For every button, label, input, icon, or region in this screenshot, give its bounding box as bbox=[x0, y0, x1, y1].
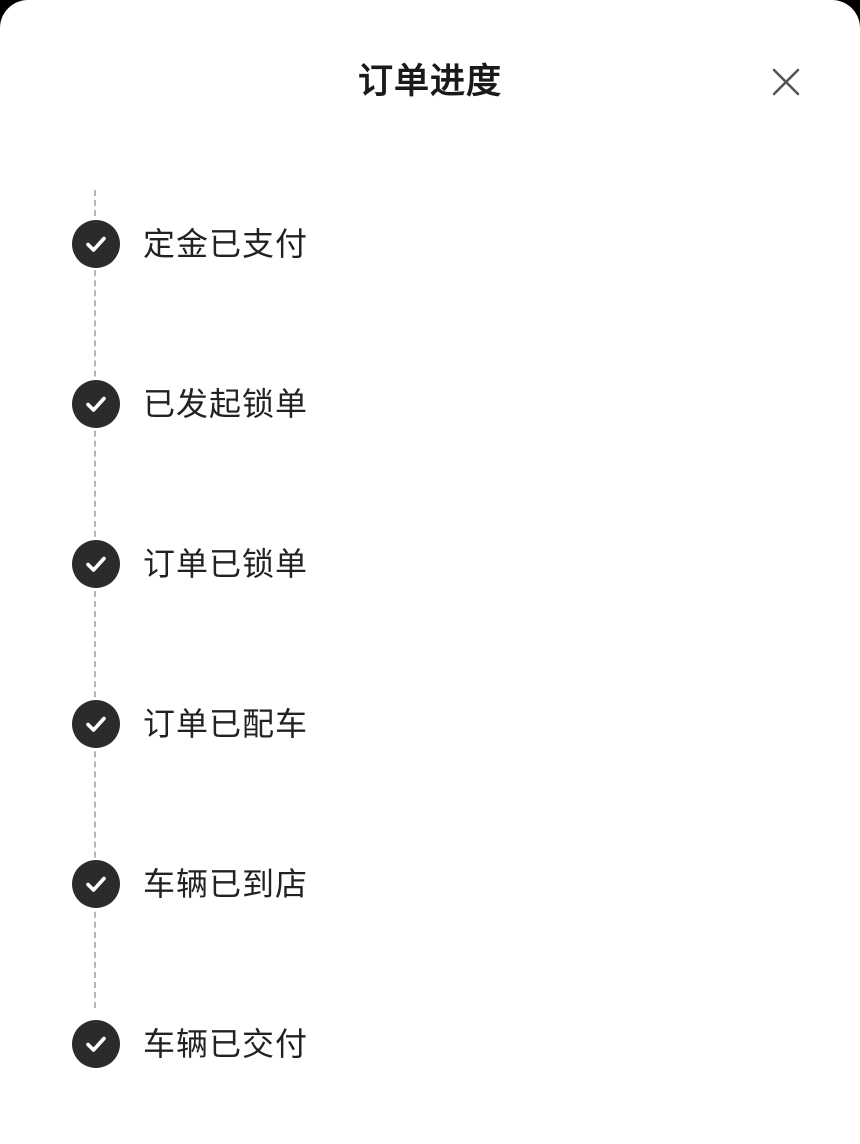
timeline-step: 订单已配车 bbox=[72, 700, 672, 748]
check-circle-icon bbox=[72, 1020, 120, 1068]
step-label: 车辆已到店 bbox=[143, 865, 309, 903]
timeline-step: 车辆已到店 bbox=[72, 860, 672, 908]
step-label: 已发起锁单 bbox=[143, 385, 309, 423]
timeline-step: 车辆已交付 bbox=[72, 1020, 672, 1068]
check-circle-icon bbox=[72, 700, 120, 748]
close-icon bbox=[772, 68, 800, 96]
timeline-step: 定金已支付 bbox=[72, 220, 672, 268]
step-label: 定金已支付 bbox=[143, 225, 309, 263]
check-circle-icon bbox=[72, 220, 120, 268]
page-title: 订单进度 bbox=[357, 62, 502, 102]
timeline-connector bbox=[94, 190, 96, 1008]
check-circle-icon bbox=[72, 540, 120, 588]
check-circle-icon bbox=[72, 860, 120, 908]
timeline-step: 订单已锁单 bbox=[72, 540, 672, 588]
step-label: 车辆已交付 bbox=[143, 1025, 309, 1063]
timeline-step: 已发起锁单 bbox=[72, 380, 672, 428]
step-label: 订单已锁单 bbox=[143, 545, 309, 583]
check-circle-icon bbox=[72, 380, 120, 428]
step-label: 订单已配车 bbox=[143, 705, 309, 743]
close-button[interactable] bbox=[760, 56, 812, 108]
